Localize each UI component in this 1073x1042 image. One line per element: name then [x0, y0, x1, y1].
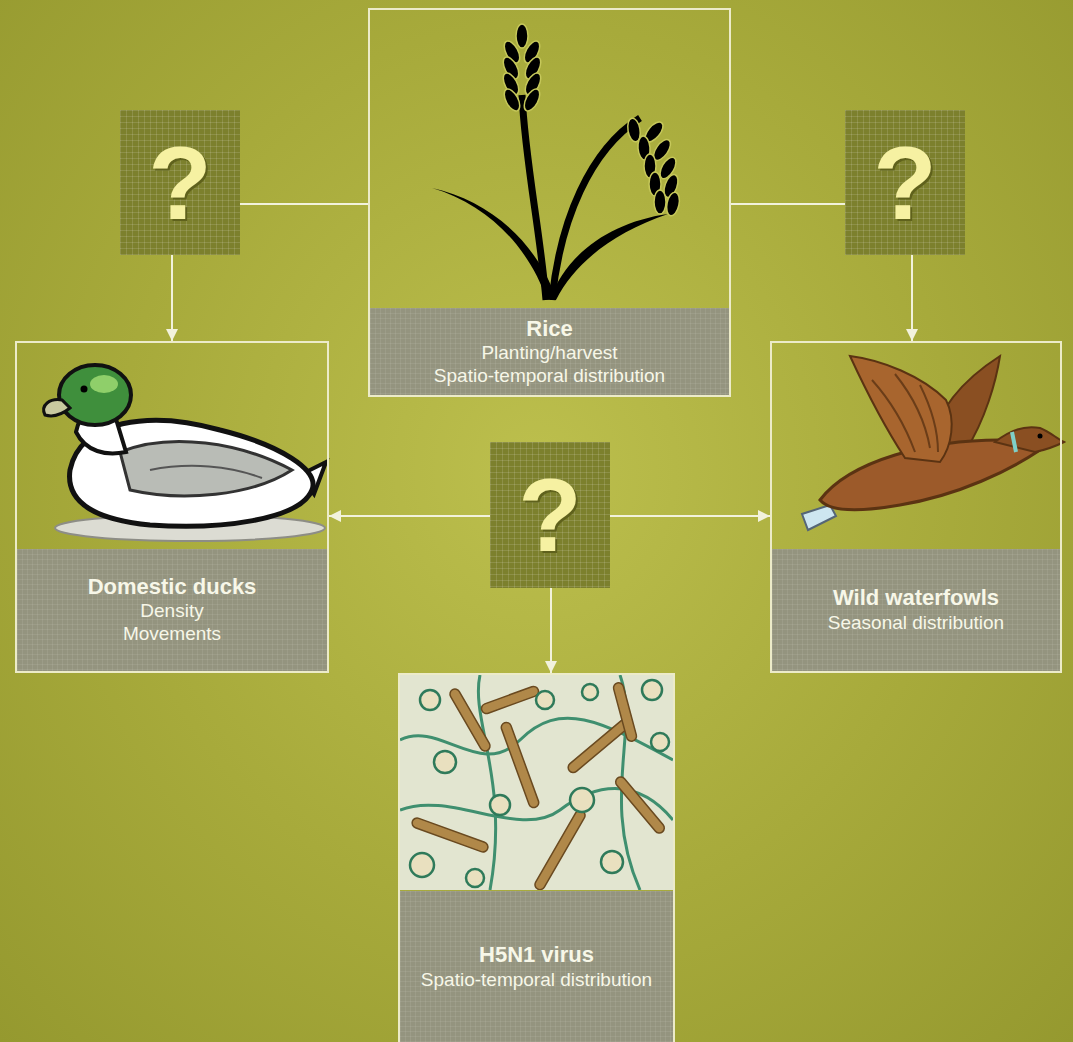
- question-box: ?: [845, 110, 965, 255]
- topic-panel: H5N1 virusSpatio-temporal distribution: [398, 673, 675, 1042]
- panel-detail: Seasonal distribution: [828, 612, 1004, 635]
- question-box: ?: [490, 442, 610, 588]
- arrow-connector: [240, 203, 368, 205]
- topic-panel: Wild waterfowlsSeasonal distribution: [770, 341, 1062, 673]
- wild-waterfowl-illustration: [802, 356, 1064, 530]
- arrow-connector: [911, 255, 913, 341]
- topic-panel: RicePlanting/harvestSpatio-temporal dist…: [368, 8, 731, 397]
- arrow-connector: [610, 515, 770, 517]
- question-mark: ?: [518, 463, 582, 567]
- panel-detail: Movements: [123, 623, 221, 646]
- question-mark: ?: [873, 131, 937, 235]
- arrow-connector: [550, 588, 552, 673]
- label-band: Domestic ducksDensityMovements: [17, 549, 327, 671]
- arrow-connector: [731, 203, 845, 205]
- topic-panel: Domestic ducksDensityMovements: [15, 341, 329, 673]
- panel-title: Rice: [526, 316, 572, 342]
- panel-title: Domestic ducks: [88, 574, 257, 600]
- panel-detail: Density: [140, 600, 203, 623]
- domestic-duck-illustration: [44, 365, 326, 541]
- virus-micrograph: [400, 675, 673, 890]
- panel-detail: Spatio-temporal distribution: [421, 969, 652, 992]
- rice-plant-illustration: [432, 24, 681, 300]
- panel-title: Wild waterfowls: [833, 585, 999, 611]
- question-box: ?: [120, 110, 240, 255]
- label-band: Wild waterfowlsSeasonal distribution: [772, 549, 1060, 671]
- arrow-connector: [171, 255, 173, 341]
- label-band: H5N1 virusSpatio-temporal distribution: [400, 891, 673, 1042]
- question-mark: ?: [148, 131, 212, 235]
- panel-title: H5N1 virus: [479, 942, 594, 968]
- panel-detail: Spatio-temporal distribution: [434, 365, 665, 388]
- arrow-connector: [329, 515, 490, 517]
- label-band: RicePlanting/harvestSpatio-temporal dist…: [370, 308, 729, 395]
- panel-detail: Planting/harvest: [481, 342, 617, 365]
